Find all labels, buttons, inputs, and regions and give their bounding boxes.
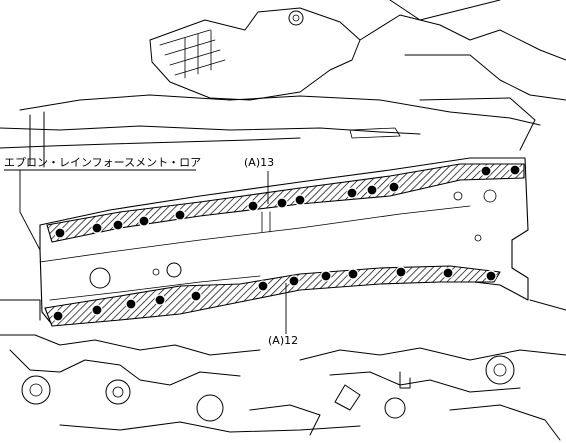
weld-point: [54, 227, 66, 239]
upper-weld-label: (A)13: [244, 156, 274, 169]
weld-point: [154, 294, 166, 306]
weld-point: [174, 209, 186, 221]
weld-point: [320, 270, 332, 282]
weld-point: [395, 266, 407, 278]
weld-point: [442, 267, 454, 279]
weld-point: [346, 187, 358, 199]
weld-point: [138, 215, 150, 227]
upper-weld-points: [54, 164, 521, 239]
weld-point: [91, 304, 103, 316]
lower-weld-label: (A)12: [268, 334, 298, 347]
weld-point: [52, 310, 64, 322]
lower-weld-points: [52, 266, 497, 322]
weld-point: [347, 268, 359, 280]
weld-point: [247, 200, 259, 212]
weld-point: [485, 270, 497, 282]
weld-point: [190, 290, 202, 302]
lower-weld-callout: (A)12: [268, 283, 298, 347]
weld-point: [125, 298, 137, 310]
lower-weld-flange: [44, 265, 501, 327]
weld-point: [388, 181, 400, 193]
weld-point: [294, 194, 306, 206]
apron-reinforcement-panel: [39, 157, 529, 323]
weld-point: [257, 280, 269, 292]
apron-callout: エプロン・レインフォースメント・ロア: [4, 156, 201, 251]
weld-point: [509, 164, 521, 176]
weld-point: [480, 165, 492, 177]
upper-weld-callout: (A)13: [244, 156, 274, 204]
apron-label: エプロン・レインフォースメント・ロア: [4, 156, 201, 169]
weld-point: [91, 222, 103, 234]
weld-point: [276, 197, 288, 209]
weld-point: [288, 275, 300, 287]
weld-point: [112, 219, 124, 231]
weld-point: [366, 184, 378, 196]
